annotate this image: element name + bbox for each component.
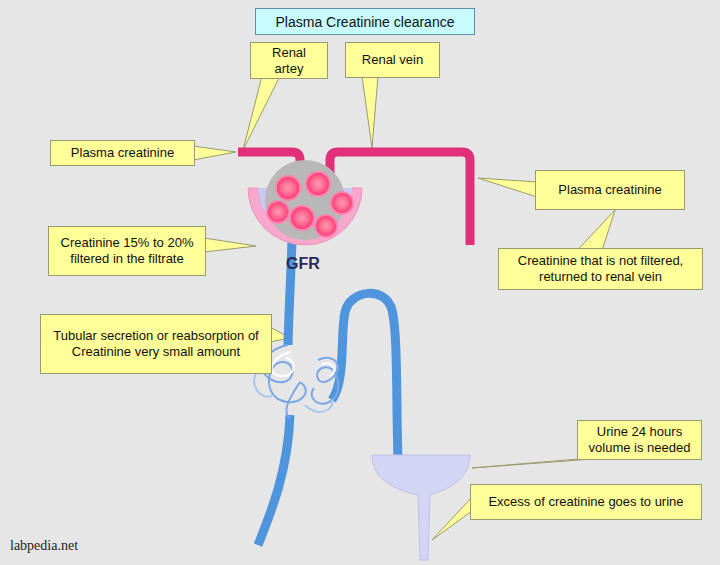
title-box: Plasma Creatinine clearance: [255, 8, 475, 35]
callout-box: Plasma creatinine: [535, 170, 685, 210]
callout-text: Creatinine 15% to 20% filtered in the fi…: [54, 235, 200, 266]
callout-text: Renal vein: [362, 52, 423, 68]
callout-content: Plasma creatinine: [558, 182, 661, 198]
callout-pointer: [362, 76, 378, 148]
callout-box: Plasma creatinine: [50, 140, 195, 166]
callout-box: Renal artey: [250, 42, 328, 79]
watermark: labpedia.net: [10, 538, 78, 554]
callout-pointer: [579, 210, 616, 249]
callout-content: Creatinine that is not filtered, returne…: [504, 253, 697, 284]
callout-box: Renal vein: [345, 42, 440, 78]
callout-pointer: [432, 497, 472, 540]
callout-text: Excess of creatinine goes to urine: [488, 494, 683, 510]
callout-content: Excess of creatinine goes to urine: [488, 494, 683, 510]
callout-content: Renal artey: [256, 45, 322, 76]
callout-content: Creatinine 15% to 20% filtered in the fi…: [54, 235, 200, 266]
renal-vein: [330, 152, 470, 245]
filtration-label: GFR: [286, 255, 320, 273]
callout-pointer: [204, 238, 256, 252]
callout-text: Plasma creatinine: [558, 182, 661, 198]
callout-text: Urine 24 hours volume is needed: [583, 424, 696, 455]
callout-text: Plasma creatinine: [71, 145, 174, 161]
callout-content: Plasma creatinine: [71, 145, 174, 161]
callout-content: Tubular secretion or reabsorption of Cre…: [46, 328, 266, 359]
callout-text: Creatinine that is not filtered, returne…: [504, 253, 697, 284]
bladder: [372, 455, 470, 560]
callout-box: Urine 24 hours volume is needed: [577, 420, 702, 460]
callout-box: Creatinine 15% to 20% filtered in the fi…: [48, 226, 206, 276]
title-text: Plasma Creatinine clearance: [276, 14, 455, 30]
callout-box: Excess of creatinine goes to urine: [470, 484, 702, 520]
callout-content: Urine 24 hours volume is needed: [583, 424, 696, 455]
collecting-tubule: [258, 415, 290, 545]
capillary-loops: [267, 172, 353, 237]
callout-text: Renal artey: [256, 45, 322, 76]
callout-box: Tubular secretion or reabsorption of Cre…: [40, 314, 272, 374]
callout-text: Tubular secretion or reabsorption of Cre…: [46, 328, 266, 359]
callout-pointer: [478, 178, 537, 197]
callout-box: Creatinine that is not filtered, returne…: [498, 248, 703, 290]
callout-pointer: [243, 76, 280, 150]
callout-content: Renal vein: [362, 52, 423, 68]
callout-pointer: [193, 146, 236, 160]
loop-tubule: [332, 293, 398, 458]
